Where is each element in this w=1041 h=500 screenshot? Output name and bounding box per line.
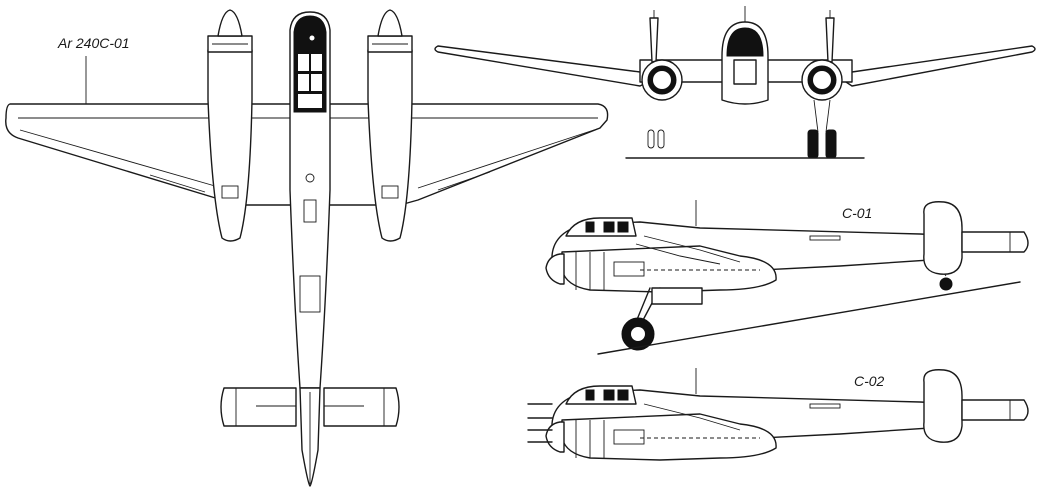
side-engine-lower: [561, 413, 777, 461]
right-nacelle: [367, 9, 413, 242]
plan-view: Ar 240C-01: [5, 9, 609, 487]
side-view-lower: C-02: [527, 368, 1029, 461]
front-view: [434, 6, 1036, 159]
front-wing-left: [434, 45, 649, 87]
plan-view-label: Ar 240C-01: [57, 35, 130, 51]
side-view-upper-label: C-01: [842, 205, 872, 221]
side-view-upper: C-01: [545, 200, 1029, 355]
tailplane: [220, 387, 297, 427]
left-nacelle: [207, 9, 253, 242]
side-view-lower-label: C-02: [854, 373, 885, 389]
side-engine-upper: [561, 245, 777, 293]
front-wing-right: [845, 45, 1036, 87]
